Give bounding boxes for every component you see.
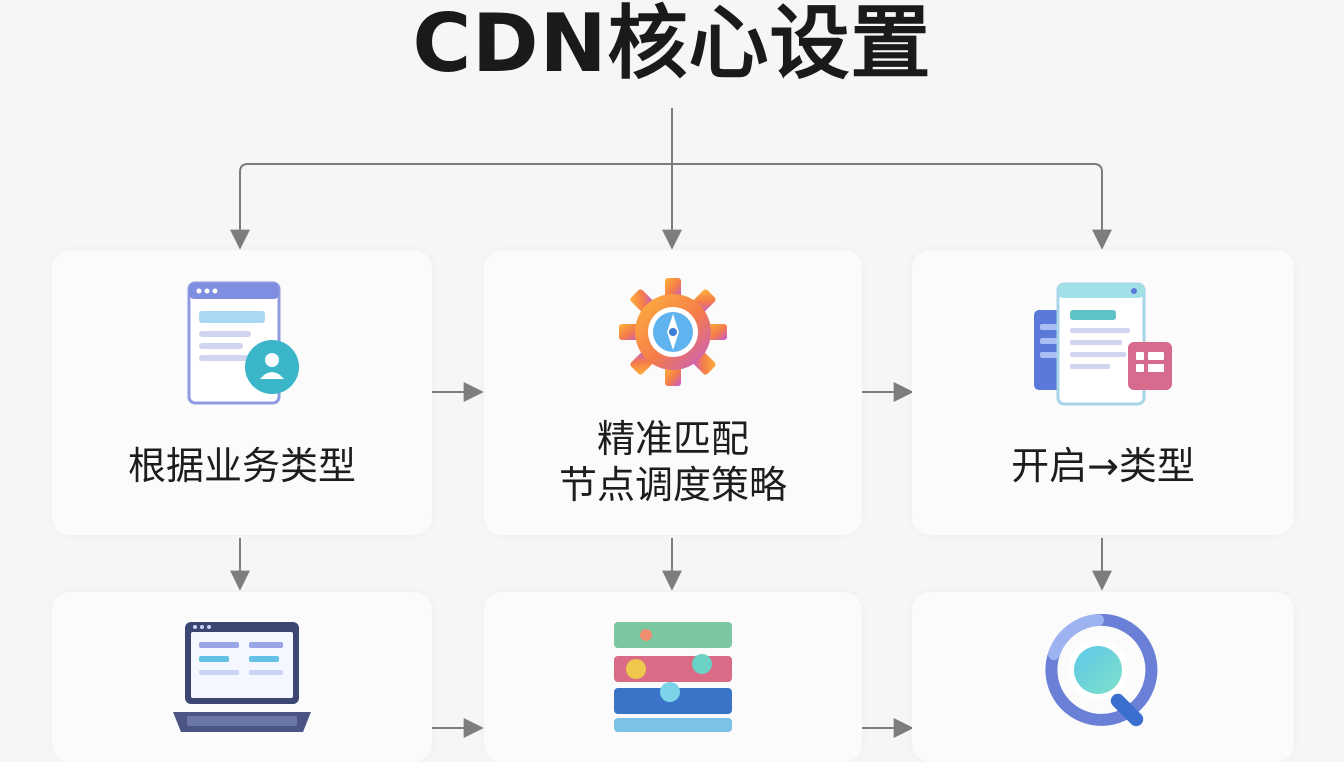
card-label-line: 节点调度策略 (558, 463, 787, 507)
diagram-title: CDN核心设置 (412, 0, 932, 90)
gear-compass-icon (619, 278, 727, 386)
card-label-line: 根据业务类型 (127, 444, 356, 488)
card-enable-type: 开启→类型 (912, 250, 1294, 535)
card-label-line: 精准匹配 (596, 417, 749, 461)
branch-line (239, 163, 1112, 250)
card-search-analytics (912, 592, 1294, 762)
card-business-type: 根据业务类型 (52, 250, 432, 535)
search-analytics-icon (1045, 614, 1158, 727)
webpage-user-icon (187, 281, 299, 405)
documents-icon (1034, 282, 1172, 406)
sliders-icon (614, 622, 732, 732)
card-label: 精准匹配 节点调度策略 (484, 416, 862, 508)
card-laptop (52, 592, 432, 762)
card-node-scheduling: 精准匹配 节点调度策略 (484, 250, 862, 535)
card-sliders (484, 592, 862, 762)
card-label-line: 开启→类型 (1011, 444, 1195, 488)
card-label: 根据业务类型 (52, 443, 432, 489)
laptop-icon (173, 622, 311, 732)
card-label: 开启→类型 (912, 443, 1294, 489)
